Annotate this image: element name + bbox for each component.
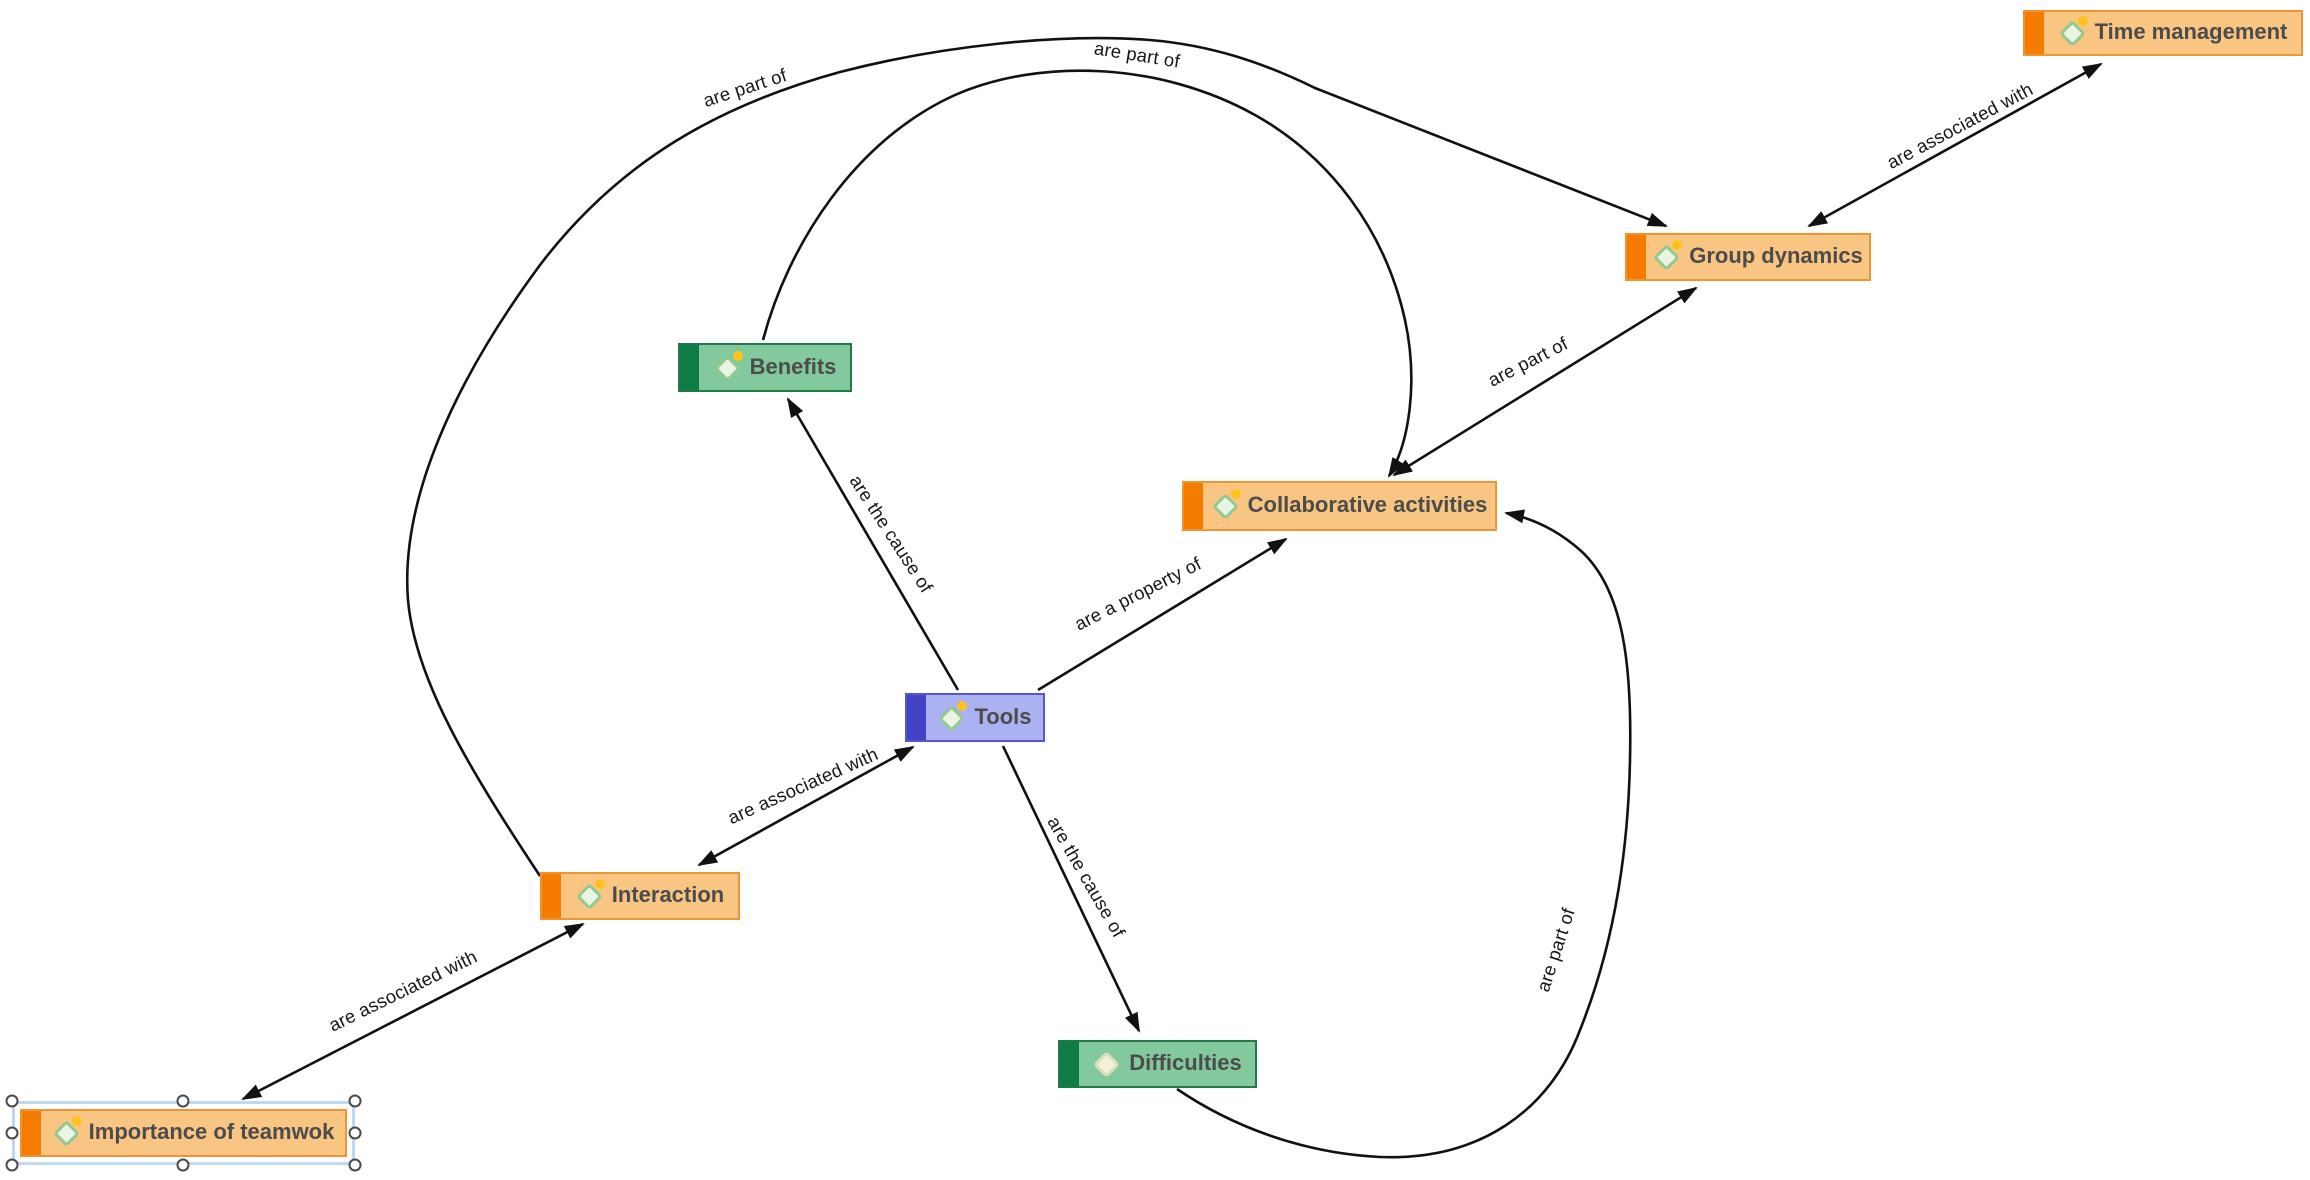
node-importance-of-teamwok[interactable]: Importance of teamwok xyxy=(20,1109,347,1157)
annotation-dot-icon xyxy=(71,1116,82,1126)
node-label: Interaction xyxy=(611,882,725,907)
diamond-icon xyxy=(1092,1049,1122,1079)
annotation-dot-icon xyxy=(1672,240,1683,250)
edge-collaborative-group-dynamics[interactable] xyxy=(1392,286,1698,477)
edge-tools-benefits[interactable] xyxy=(786,397,960,691)
diamond-icon xyxy=(52,1116,82,1148)
edge-tools-interaction[interactable] xyxy=(697,745,915,867)
annotation-dot-icon xyxy=(2077,16,2088,26)
annotation-dot-icon xyxy=(594,879,605,889)
node-color-strip xyxy=(2025,12,2044,54)
selection-handle[interactable] xyxy=(5,1126,19,1140)
node-color-strip xyxy=(680,345,699,390)
node-label: Benefits xyxy=(749,353,837,379)
diamond-icon xyxy=(937,700,968,733)
edge-tools-difficulties[interactable] xyxy=(1001,745,1141,1033)
selection-handle[interactable] xyxy=(5,1094,19,1108)
annotation-dot-icon xyxy=(957,700,968,711)
node-collaborative-activities[interactable]: Collaborative activities xyxy=(1182,481,1497,531)
node-benefits[interactable]: Benefits xyxy=(678,343,852,392)
edge-difficulties-collaborative[interactable] xyxy=(1176,509,1632,1159)
node-label: Importance of teamwok xyxy=(88,1119,335,1144)
node-color-strip xyxy=(1627,235,1646,279)
edge-interaction-group-dynamics[interactable] xyxy=(405,36,1668,877)
node-interaction[interactable]: Interaction xyxy=(540,872,740,920)
node-color-strip xyxy=(907,695,926,740)
node-difficulties[interactable]: Difficulties xyxy=(1058,1040,1257,1088)
edge-tools-collaborative[interactable] xyxy=(1037,537,1288,692)
selection-handle[interactable] xyxy=(5,1158,19,1172)
diamond-icon xyxy=(1652,240,1683,272)
diamond-icon xyxy=(1211,489,1241,521)
diamond-icon xyxy=(713,350,743,383)
selection-handle[interactable] xyxy=(348,1158,362,1172)
annotation-dot-icon xyxy=(732,350,743,361)
selection-handle[interactable] xyxy=(348,1094,362,1108)
node-color-strip xyxy=(22,1111,41,1155)
diamond-icon xyxy=(575,879,605,911)
node-time-management[interactable]: Time management xyxy=(2023,10,2303,56)
edge-group-dynamics-time-management[interactable] xyxy=(1807,62,2103,228)
node-color-strip xyxy=(1184,483,1203,529)
node-color-strip xyxy=(1060,1042,1079,1086)
node-group-dynamics[interactable]: Group dynamics xyxy=(1625,233,1871,281)
edge-benefits-collaborative[interactable] xyxy=(761,69,1413,478)
annotation-dot-icon xyxy=(1230,489,1241,499)
selection-handle[interactable] xyxy=(176,1094,190,1108)
node-label: Time management xyxy=(2094,19,2288,44)
selection-handle[interactable] xyxy=(176,1158,190,1172)
selection-handle[interactable] xyxy=(348,1126,362,1140)
node-label: Collaborative activities xyxy=(1247,492,1488,517)
node-label: Difficulties xyxy=(1129,1050,1242,1075)
node-label: Tools xyxy=(974,703,1032,729)
node-tools[interactable]: Tools xyxy=(905,693,1045,742)
node-color-strip xyxy=(542,874,561,918)
edge-importance-interaction[interactable] xyxy=(241,922,585,1101)
node-label: Group dynamics xyxy=(1689,243,1863,268)
diamond-icon xyxy=(2058,16,2088,48)
